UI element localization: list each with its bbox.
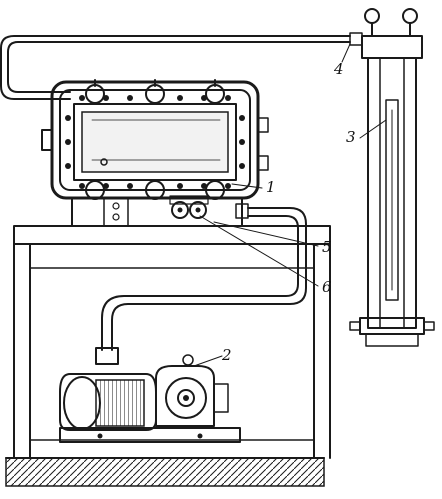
pipe-to-pump — [95, 207, 307, 365]
vacuum-chamber — [41, 79, 269, 200]
stand-frame — [13, 225, 331, 459]
label-2: 2 — [221, 346, 232, 364]
manometer — [349, 8, 435, 347]
label-1: 1 — [266, 178, 276, 196]
label-5: 5 — [322, 238, 332, 256]
pipe-to-manometer — [0, 35, 351, 100]
label-3: 3 — [346, 128, 356, 146]
chamber-clamps — [85, 79, 225, 200]
chamber-base — [71, 197, 249, 227]
floor-base — [5, 457, 325, 487]
label-4: 4 — [333, 60, 344, 78]
valve-assembly — [169, 195, 209, 219]
leader-lines — [193, 43, 387, 367]
chamber-bolts — [65, 95, 245, 189]
label-6: 6 — [322, 278, 332, 296]
vacuum-pump-motor — [59, 354, 241, 443]
